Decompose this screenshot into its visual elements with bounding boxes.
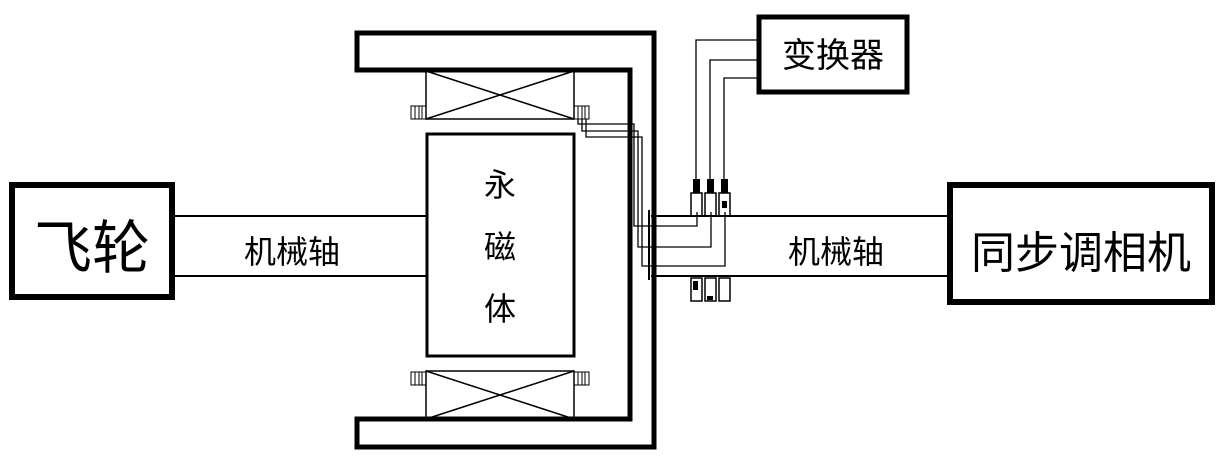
slip-ring-bottom-mark-2 [707, 296, 713, 300]
lead-phase-a [577, 119, 698, 227]
permanent-magnet-box [425, 132, 576, 358]
bottom-coil-cross-b [425, 370, 575, 420]
top-coil-cross-b [425, 70, 575, 120]
synchronous-condenser-label: 同步调相机 [971, 228, 1191, 279]
brush-1 [693, 179, 700, 193]
flywheel-label: 飞轮 [34, 214, 150, 282]
converter-wire-3 [723, 77, 757, 179]
left-shaft-label: 机械轴 [244, 233, 340, 271]
brush-3 [721, 179, 728, 193]
brush-2 [707, 179, 714, 193]
magnet-label-char-1: 永 [484, 166, 516, 204]
right-shaft-label: 机械轴 [788, 233, 884, 271]
slip-ring-bottom-3 [718, 277, 731, 302]
lead-phase-c [585, 119, 726, 267]
converter-label: 变换器 [782, 36, 884, 76]
slip-ring-contact-mark [722, 201, 727, 208]
bottom-coil-left-terminal [410, 371, 427, 386]
magnet-label-char-3: 体 [484, 290, 516, 328]
lead-phase-b [581, 119, 712, 248]
outer-yoke [354, 30, 657, 450]
converter-wire-1 [695, 39, 757, 179]
converter-wire-2 [709, 59, 757, 179]
bottom-coil-right-terminal [573, 371, 590, 386]
top-coil-right-terminal [573, 105, 590, 120]
converter-box [756, 14, 910, 95]
slip-ring-bottom-2 [704, 277, 717, 302]
top-coil [425, 70, 575, 120]
slip-ring-bottom-1 [690, 277, 703, 302]
slip-ring-bottom-mark-1 [693, 281, 698, 290]
synchronous-condenser-box [947, 182, 1215, 305]
top-coil-left-terminal [410, 105, 427, 120]
bottom-coil [425, 370, 575, 420]
magnet-label-char-2: 磁 [484, 228, 516, 266]
flywheel-box [9, 182, 175, 300]
